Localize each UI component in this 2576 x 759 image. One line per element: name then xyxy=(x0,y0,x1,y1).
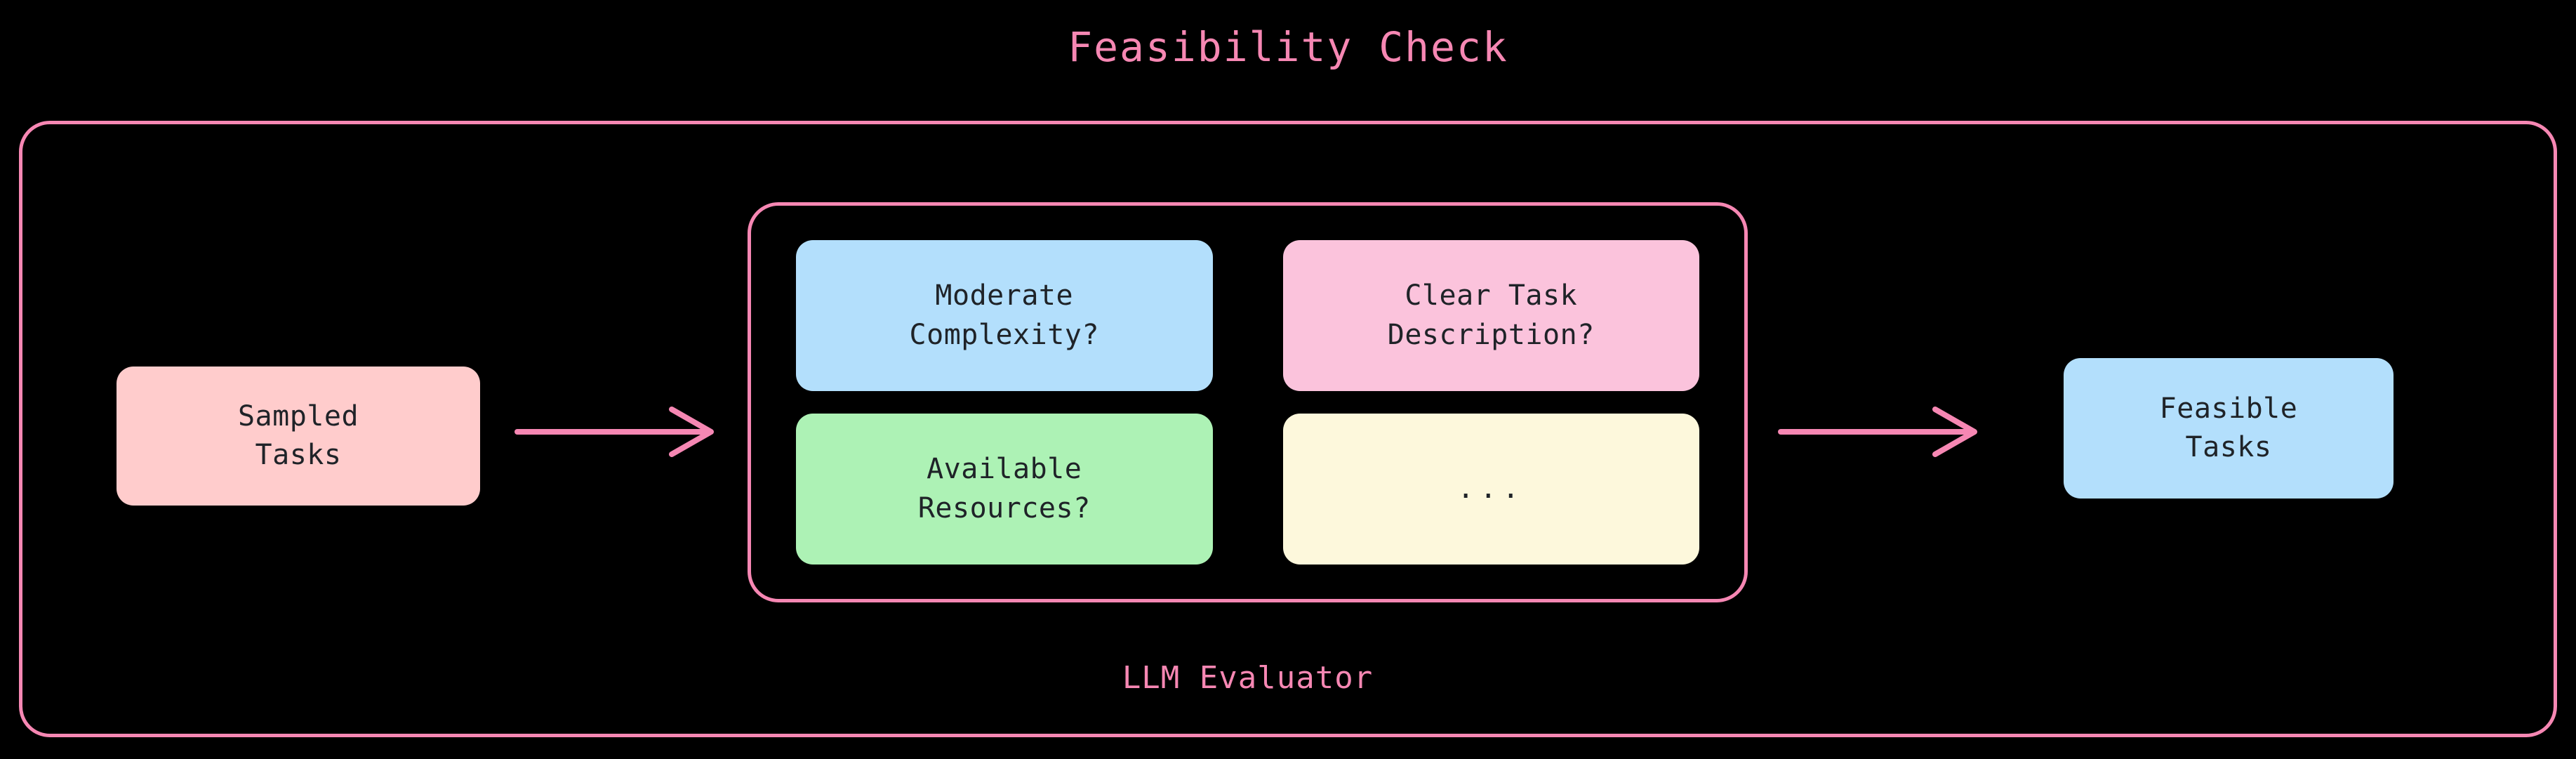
arrow-sampled-to-evaluator xyxy=(514,400,719,463)
llm-evaluator-container: Moderate Complexity? Clear Task Descript… xyxy=(748,202,1748,602)
llm-evaluator-label: LLM Evaluator xyxy=(1122,660,1374,696)
arrow-evaluator-to-feasible xyxy=(1778,400,1983,463)
page-title: Feasibility Check xyxy=(1068,23,1508,71)
criteria-more-ellipsis[interactable]: ... xyxy=(1282,414,1699,565)
criteria-available-resources[interactable]: Available Resources? xyxy=(796,414,1213,565)
feasibility-check-container xyxy=(19,121,2557,737)
criteria-grid: Moderate Complexity? Clear Task Descript… xyxy=(751,206,1744,599)
node-sampled-tasks[interactable]: Sampled Tasks xyxy=(117,367,480,506)
criteria-clear-task-description[interactable]: Clear Task Description? xyxy=(1282,240,1699,391)
node-feasible-tasks[interactable]: Feasible Tasks xyxy=(2064,358,2394,499)
criteria-moderate-complexity[interactable]: Moderate Complexity? xyxy=(796,240,1213,391)
